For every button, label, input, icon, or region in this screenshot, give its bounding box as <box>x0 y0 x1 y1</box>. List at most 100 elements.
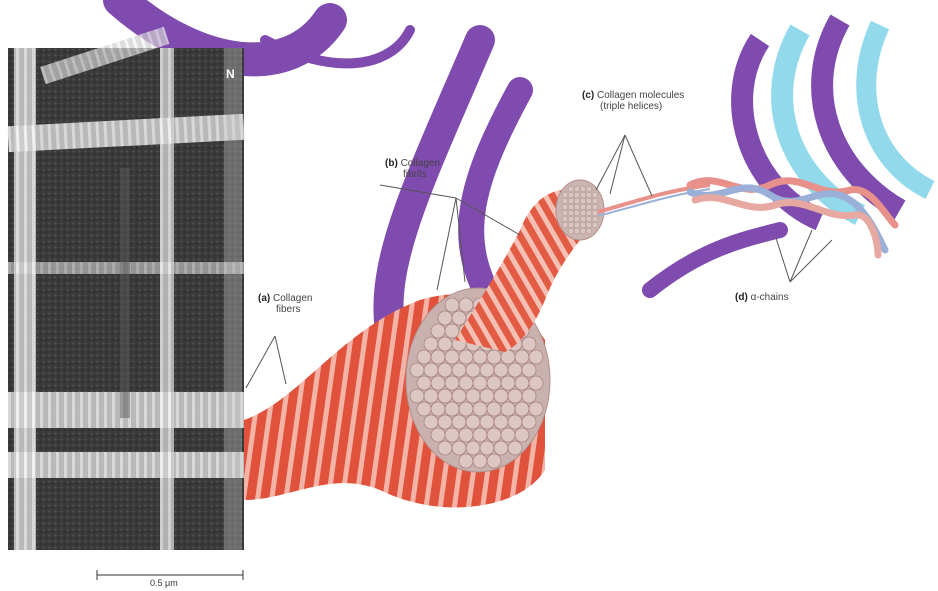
fibril-circle <box>431 324 445 338</box>
molecule-circle <box>580 186 586 192</box>
molecule-circle <box>568 186 574 192</box>
fibril-circle <box>466 415 480 429</box>
fibril-circle <box>487 350 501 364</box>
molecule-circle <box>568 198 574 204</box>
fibril-circle <box>445 350 459 364</box>
fibril-circle <box>529 402 543 416</box>
fibril-circle <box>508 415 522 429</box>
fibril-circle <box>522 415 536 429</box>
fibril-circle <box>438 441 452 455</box>
label-letter: (c) <box>582 90 594 101</box>
fibril-circle <box>515 376 529 390</box>
fibril-circle <box>431 350 445 364</box>
micrograph-image: N <box>7 27 244 550</box>
molecule-circle <box>562 192 568 198</box>
fibril-circle <box>473 428 487 442</box>
fibril-circle <box>466 389 480 403</box>
label-letter: (a) <box>258 293 270 304</box>
molecule-circle <box>562 198 568 204</box>
fibril-circle <box>494 415 508 429</box>
fibril-circle <box>501 402 515 416</box>
fibril-circle <box>494 441 508 455</box>
fibril-circle <box>424 337 438 351</box>
label-letter: (b) <box>385 158 398 169</box>
fibril-circle <box>410 363 424 377</box>
fibril-circle <box>417 376 431 390</box>
fibril-circle <box>529 350 543 364</box>
fibril-circle <box>515 402 529 416</box>
molecule-circle <box>574 228 580 234</box>
fibril-circle <box>487 454 501 468</box>
molecule-circle <box>586 210 592 216</box>
molecule-circle <box>586 192 592 198</box>
molecule-circle <box>592 222 598 228</box>
fibril-circle <box>452 311 466 325</box>
label-collagen-fibers: (a) Collagen fibers <box>258 293 313 315</box>
molecule-circle <box>568 228 574 234</box>
fibril-circle <box>459 454 473 468</box>
label-line: fibrils <box>385 169 426 180</box>
label-line: Collagen molecules <box>597 90 684 101</box>
molecule-circle <box>568 222 574 228</box>
molecule-circle <box>592 210 598 216</box>
fibril-circle <box>515 350 529 364</box>
fibril-circle <box>508 441 522 455</box>
fibril-circle <box>487 376 501 390</box>
fibril-circle <box>459 428 473 442</box>
molecule-circle <box>586 186 592 192</box>
molecule-circle <box>568 204 574 210</box>
fibril-circle <box>466 441 480 455</box>
molecule-circle <box>574 216 580 222</box>
micrograph-marker: N <box>226 67 235 81</box>
label-collagen-fibrils: (b) Collagen fibrils <box>385 158 440 180</box>
fibril-circle <box>473 454 487 468</box>
fibril-circle <box>487 428 501 442</box>
fibril-circle <box>473 402 487 416</box>
fibril-circle <box>459 298 473 312</box>
scale-bar-label: 0.5 μm <box>150 578 178 588</box>
fibril-circle <box>501 428 515 442</box>
fibril-circle <box>452 389 466 403</box>
molecule-circle <box>580 204 586 210</box>
fibril-circle <box>445 298 459 312</box>
fibril-circle <box>508 389 522 403</box>
molecule-circle <box>568 192 574 198</box>
fibril-circle <box>480 363 494 377</box>
fibril-circle <box>508 363 522 377</box>
fibril-circle <box>452 415 466 429</box>
molecule-circle <box>580 216 586 222</box>
fibril-circle <box>424 389 438 403</box>
molecule-circle <box>592 204 598 210</box>
label-line: (triple helices) <box>582 101 662 112</box>
fibril-circle <box>515 428 529 442</box>
molecule-circle <box>574 204 580 210</box>
fibril-circle <box>487 402 501 416</box>
molecule-circle <box>562 210 568 216</box>
fibril-circle <box>445 324 459 338</box>
fibril-circle <box>494 363 508 377</box>
fibril-circle <box>480 441 494 455</box>
molecule-circle <box>568 210 574 216</box>
fibril-circle <box>431 428 445 442</box>
label-letter: (d) <box>735 292 748 303</box>
molecule-circle <box>586 204 592 210</box>
label-line: Collagen <box>401 158 440 169</box>
label-line: α-chains <box>751 292 789 303</box>
molecule-circle <box>580 228 586 234</box>
label-alpha-chains: (d) α-chains <box>735 292 789 303</box>
fibril-circle <box>501 350 515 364</box>
fibril-circle <box>480 415 494 429</box>
molecule-circle <box>586 198 592 204</box>
fibril-circle <box>438 415 452 429</box>
molecule-circle <box>580 210 586 216</box>
fibril-circle <box>459 402 473 416</box>
molecule-circle <box>592 216 598 222</box>
fibril-circle <box>522 363 536 377</box>
fibril-circle <box>445 402 459 416</box>
fibril-circle <box>424 363 438 377</box>
molecule-circle <box>562 204 568 210</box>
fibril-circle <box>480 389 494 403</box>
fibril-circle <box>459 376 473 390</box>
fibril-circle <box>424 415 438 429</box>
